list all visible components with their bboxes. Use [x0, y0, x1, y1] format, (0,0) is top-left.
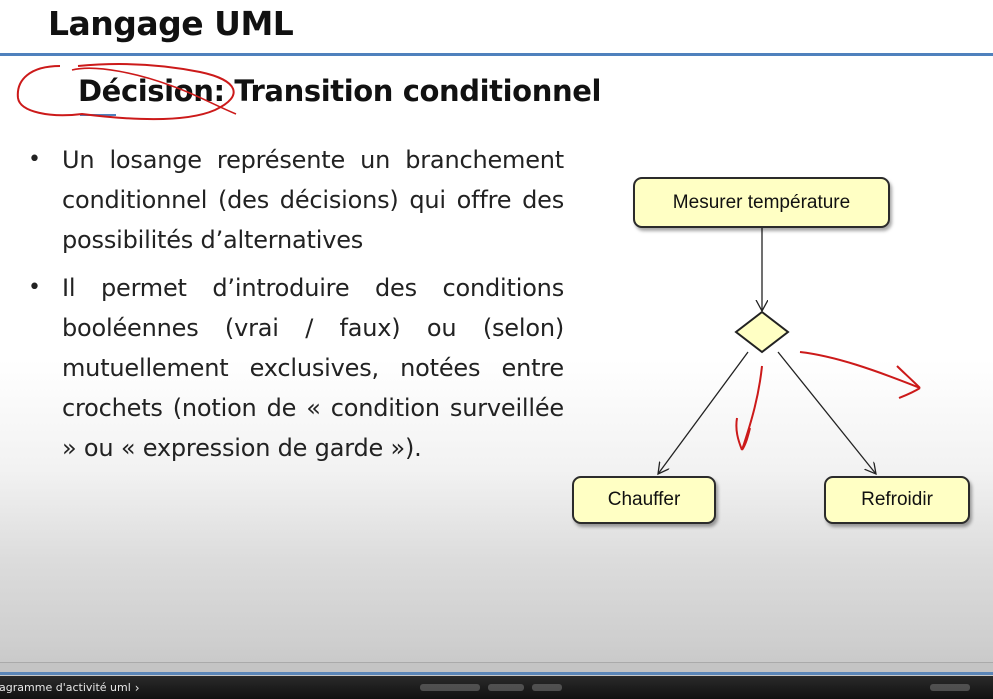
bullet-text: Il permet d’introduire des conditions bo…: [62, 274, 564, 462]
footer-band: [0, 662, 993, 673]
blurred-control: [532, 684, 562, 691]
bullet-item: • Un losange représente un branchement c…: [24, 140, 564, 260]
bullet-list: • Un losange représente un branchement c…: [24, 140, 564, 476]
bullet-dot: •: [28, 147, 41, 172]
action-node-heat: Chauffer: [572, 476, 716, 524]
subtitle-underline-mark: [80, 114, 116, 116]
chapter-button[interactable]: iagramme d'activité uml ›: [0, 681, 140, 695]
bullet-item: • Il permet d’introduire des conditions …: [24, 268, 564, 468]
activity-diagram: Mesurer température Chauffer Refroidir: [560, 165, 993, 545]
diagram-connectors: [560, 225, 993, 545]
slide-title: Langage UML: [48, 4, 294, 43]
title-divider: [0, 53, 993, 56]
blurred-control: [488, 684, 524, 691]
video-chapter-bar: iagramme d'activité uml ›: [0, 676, 993, 699]
slide-subtitle: Décision: Transition conditionnel: [78, 74, 602, 108]
bullet-dot: •: [28, 275, 41, 300]
flow-arrow-to-heat: [658, 351, 749, 474]
action-node-cool: Refroidir: [824, 476, 970, 524]
chapter-label: iagramme d'activité uml: [0, 681, 131, 694]
decision-diamond: [734, 310, 790, 354]
bullet-text: Un losange représente un branchement con…: [62, 146, 564, 254]
flow-arrow-to-cool: [777, 351, 876, 474]
blurred-control: [420, 684, 480, 691]
blurred-control: [930, 684, 970, 691]
footer-divider: [0, 672, 993, 675]
action-node-measure: Mesurer température: [633, 177, 890, 228]
chevron-right-icon: ›: [134, 680, 140, 695]
